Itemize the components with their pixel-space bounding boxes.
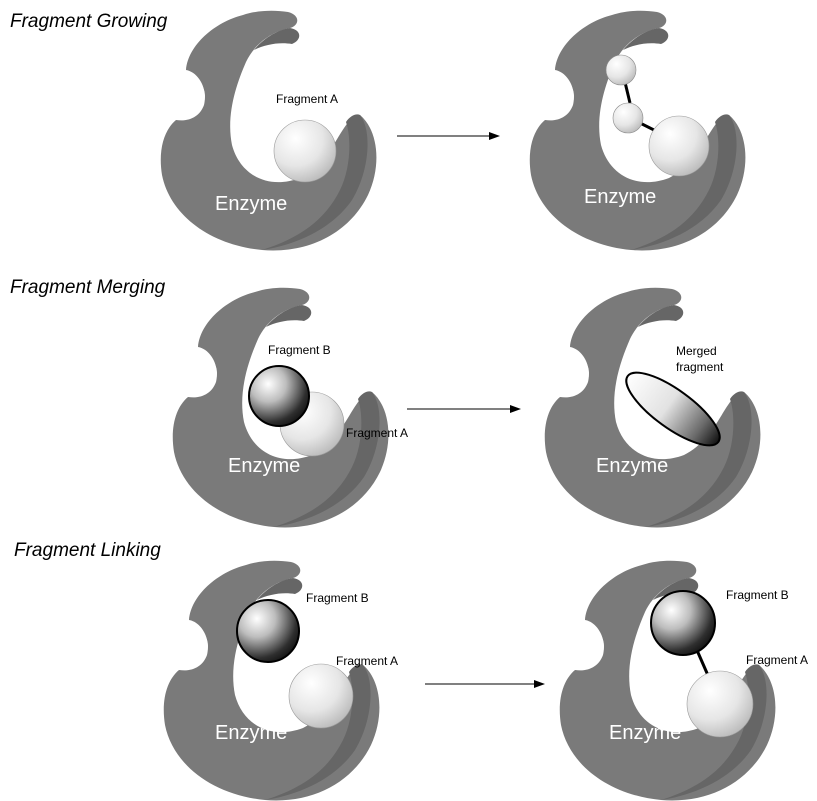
enzyme-shape bbox=[530, 11, 746, 251]
enzyme-notch bbox=[534, 76, 574, 116]
grown-fragment-sphere bbox=[606, 55, 636, 85]
enzyme-label: Enzyme bbox=[596, 455, 668, 477]
grown-fragment-sphere bbox=[613, 103, 643, 133]
fragment-a-label: Fragment A bbox=[746, 653, 808, 667]
arrow-merging bbox=[407, 405, 521, 413]
fragment-b-label: Fragment B bbox=[726, 588, 789, 602]
enzyme-label: Enzyme bbox=[609, 722, 681, 744]
fragment-a-sphere bbox=[274, 120, 336, 182]
fragment-a-label: Fragment A bbox=[276, 92, 338, 106]
enzyme-label: Enzyme bbox=[228, 455, 300, 477]
enzyme-label: Enzyme bbox=[215, 722, 287, 744]
enzyme-notch bbox=[177, 353, 217, 393]
section-title-linking: Fragment Linking bbox=[14, 540, 161, 561]
arrow-linking bbox=[425, 680, 545, 688]
merged-fragment-ellipse bbox=[617, 361, 730, 458]
enzyme-label: Enzyme bbox=[215, 193, 287, 215]
enzyme-growing-after bbox=[530, 11, 746, 251]
fragment-a-sphere bbox=[687, 671, 753, 737]
fragment-b-label: Fragment B bbox=[306, 591, 369, 605]
section-title-merging: Fragment Merging bbox=[10, 277, 166, 298]
merged-fragment-label-line1: Merged bbox=[676, 344, 717, 358]
arrow-growing bbox=[397, 132, 500, 140]
fragment-b-sphere bbox=[651, 591, 715, 655]
enzyme-notch bbox=[564, 626, 604, 666]
fragment-b-label: Fragment B bbox=[268, 343, 331, 357]
fragment-a-label: Fragment A bbox=[346, 426, 408, 440]
fragment-a-label: Fragment A bbox=[336, 654, 398, 668]
merged-fragment-label-line2: fragment bbox=[676, 360, 724, 374]
section-title-growing: Fragment Growing bbox=[10, 11, 168, 32]
fragment-a-sphere bbox=[649, 116, 709, 176]
enzyme-notch bbox=[549, 353, 589, 393]
enzyme-notch bbox=[165, 76, 205, 116]
fragment-b-sphere bbox=[237, 600, 299, 662]
fragment-b-sphere bbox=[249, 366, 309, 426]
fragment-a-sphere bbox=[289, 664, 353, 728]
enzyme-notch bbox=[168, 626, 208, 666]
enzyme-label: Enzyme bbox=[584, 186, 656, 208]
